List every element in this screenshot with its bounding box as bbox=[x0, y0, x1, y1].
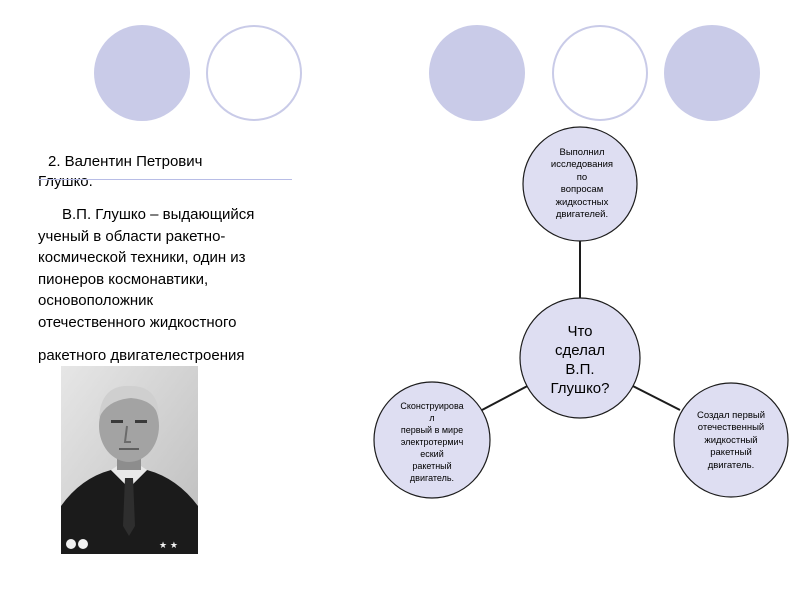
node-right-label: Создал первый отечественный жидкостный р… bbox=[696, 409, 766, 471]
node-left-label: Сконструирова л первый в мире электротер… bbox=[400, 401, 464, 483]
node-center-label: Что сделал В.П. Глушко? bbox=[550, 323, 610, 397]
heading-line-1: 2. Валентин Петрович bbox=[48, 153, 203, 170]
node-left-circle bbox=[373, 381, 491, 499]
bio-paragraph: В.П. Глушко – выдающийся ученый в област… bbox=[38, 204, 303, 333]
heading-line-2: Глушко. bbox=[38, 173, 93, 190]
connector-left bbox=[481, 381, 536, 411]
decor-circle-5 bbox=[664, 25, 760, 121]
node-center-circle bbox=[519, 297, 641, 419]
portrait-illustration: ★ ★ bbox=[61, 366, 198, 554]
svg-text:★ ★: ★ ★ bbox=[159, 541, 178, 551]
node-right-circle bbox=[673, 382, 789, 498]
bio-body: ученый в области ракетно- космической те… bbox=[38, 227, 246, 331]
decor-circle-1 bbox=[94, 25, 190, 121]
decor-circle-3 bbox=[429, 25, 525, 121]
slide-heading: 2. Валентин Петрович Глушко. bbox=[38, 152, 298, 192]
node-top-label: Выполнил исследования по вопросам жидкос… bbox=[550, 146, 614, 221]
portrait-photo: ★ ★ bbox=[61, 366, 198, 554]
connector-right bbox=[624, 381, 681, 411]
bio-first-line: В.П. Глушко – выдающийся bbox=[62, 206, 255, 223]
heading-rule bbox=[38, 179, 292, 180]
decor-circle-4 bbox=[552, 25, 648, 121]
node-top-circle bbox=[522, 126, 638, 242]
bio-last-line: ракетного двигателестроения bbox=[38, 347, 245, 364]
decor-circle-2 bbox=[206, 25, 302, 121]
